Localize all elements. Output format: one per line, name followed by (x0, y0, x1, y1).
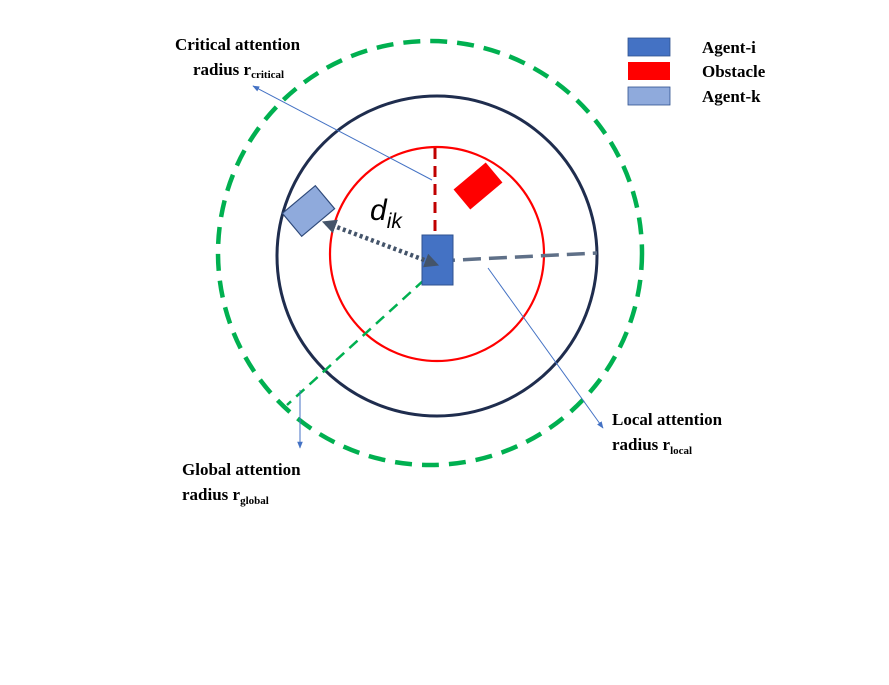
agent-i-shape (421, 234, 454, 286)
global-attention-circle (215, 38, 645, 468)
legend-obstacle-label: Obstacle (702, 62, 766, 81)
distance-arrow (321, 219, 440, 268)
legend-agent-i-label: Agent-i (702, 38, 756, 57)
legend-agent-i-swatch (627, 37, 671, 57)
legend-agent-k-label: Agent-k (702, 87, 761, 106)
global-label-line1: Global attention (182, 460, 301, 479)
obstacle-shape (453, 162, 503, 210)
local-radius-line (436, 251, 598, 263)
legend: Agent-i Obstacle Agent-k (627, 37, 766, 106)
local-label-pointer (487, 267, 604, 429)
critical-label-line1: Critical attention (175, 35, 301, 54)
global-radius-line (286, 279, 425, 406)
local-label-line2: radius rlocal (612, 435, 692, 457)
critical-label-pointer (252, 85, 433, 181)
critical-label-line2: radius rcritical (193, 60, 284, 81)
agent-k-shape (281, 184, 336, 238)
global-label-line2: radius rglobal (182, 485, 269, 507)
distance-label: dik (370, 194, 403, 233)
legend-obstacle-swatch (628, 62, 670, 80)
local-attention-circle (275, 94, 599, 418)
legend-agent-k-swatch (627, 86, 671, 106)
local-label-line1: Local attention (612, 410, 723, 429)
